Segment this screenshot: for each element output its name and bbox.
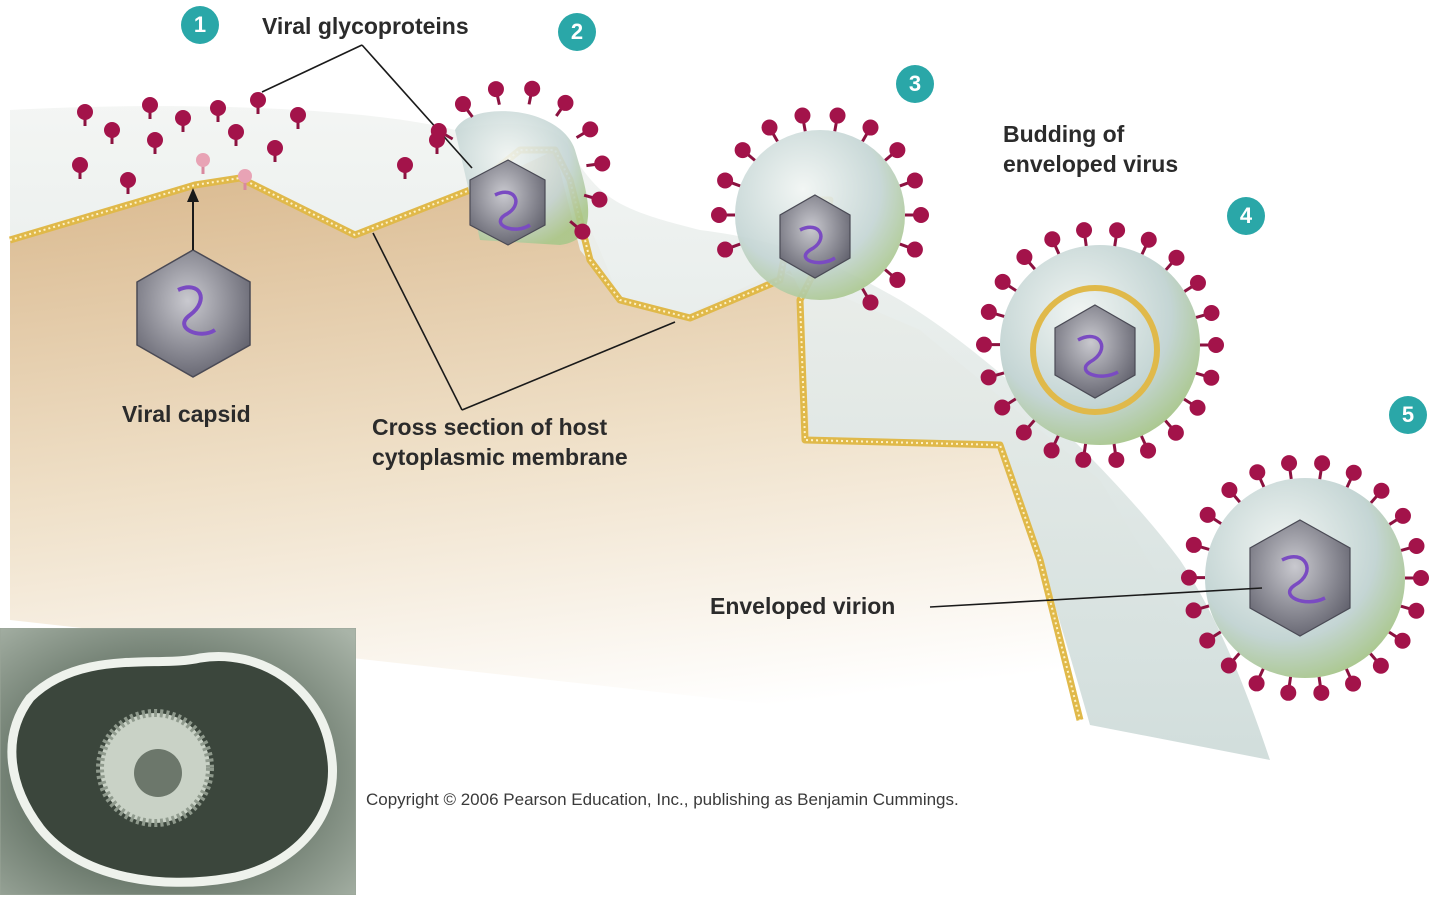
glycoprotein-spike-icon [1401,538,1424,554]
glycoprotein-spike-icon [1044,231,1060,254]
glycoprotein-spike-icon [1405,570,1429,586]
label-budding-line1: Budding of [1003,120,1124,149]
step-4-badge: 4 [1227,197,1265,235]
glycoprotein-spike-icon [1016,249,1034,269]
glycoprotein-spike-icon [1108,444,1124,468]
glycoprotein-spike-icon [586,156,610,172]
glycoprotein-spike-icon [524,81,540,105]
glycoprotein-spike-icon [981,304,1004,320]
glycoprotein-spike-icon [762,120,778,142]
glycoprotein-spike-icon [1186,537,1209,553]
glycoprotein-spike-icon [1141,232,1157,255]
glycoprotein-spike-icon [1221,482,1239,502]
leader-line-glycoproteins-a [262,45,362,92]
step-2-badge: 2 [558,13,596,51]
glycoprotein-spike-icon [794,108,810,132]
label-host-membrane-line2: cytoplasmic membrane [372,443,628,472]
step-1-badge: 1 [181,6,219,44]
glycoprotein-spike-icon [1249,669,1265,692]
glycoprotein-spike-icon [1280,677,1296,701]
glycoprotein-spike-icon [1196,370,1219,386]
glycoprotein-spike-icon [1109,222,1125,246]
glycoprotein-spike-icon [1166,250,1185,270]
glycoprotein-spike-icon [1314,455,1330,479]
glycoprotein-spike-icon [1313,677,1329,701]
glycoprotein-spike-icon [1346,465,1362,488]
glycoprotein-spike-icon [455,96,472,117]
glycoprotein-spike-icon [1389,508,1411,525]
label-viral-glycoproteins: Viral glycoproteins [262,12,469,41]
glycoprotein-spike-icon [995,274,1016,291]
glycoprotein-spike-icon [1345,669,1361,692]
step-5-badge: 5 [1389,396,1427,434]
label-enveloped-virion: Enveloped virion [710,592,895,621]
glycoprotein-spike-icon [1371,483,1390,503]
glycoprotein-spike-icon [556,95,573,116]
glycoprotein-spike-icon [1249,464,1265,487]
glycoprotein-spike-icon [735,142,755,160]
glycoprotein-spike-icon [905,207,929,223]
glycoprotein-spike-icon [1184,275,1206,292]
label-host-membrane-line1: Cross section of host [372,413,607,442]
glycoprotein-spike-icon [488,81,504,105]
glycoprotein-spike-icon [885,270,905,288]
glycoprotein-spike-icon [885,142,905,160]
glycoprotein-spike-icon [1370,654,1388,674]
glycoprotein-spike-icon [1165,421,1183,441]
glycoprotein-spike-icon [830,108,846,132]
glycoprotein-spike-icon [711,207,735,223]
glycoprotein-spike-icon [1200,507,1221,524]
glycoprotein-spike-icon [1140,436,1156,459]
glycoprotein-spike-icon [1184,399,1205,416]
glycoprotein-spike-icon [900,172,923,188]
glycoprotein-spike-icon [976,337,1000,353]
label-budding-line2: enveloped virus [1003,150,1178,179]
label-viral-capsid: Viral capsid [122,400,251,429]
glycoprotein-spike-icon [1181,570,1205,586]
glycoprotein-spike-icon [1196,305,1219,321]
glycoprotein-spike-icon [1389,632,1410,649]
glycoprotein-spike-icon [1076,222,1092,246]
copyright-notice: Copyright © 2006 Pearson Education, Inc.… [366,790,959,810]
glycoprotein-spike-icon [1281,455,1297,479]
glycoprotein-spike-icon [1401,603,1424,619]
micrograph-image [0,628,356,895]
glycoprotein-spike-icon [1200,337,1224,353]
glycoprotein-spike-icon [577,121,599,137]
step-3-badge: 3 [896,65,934,103]
glycoprotein-spike-icon [717,172,740,188]
glycoprotein-spike-icon [900,242,923,258]
glycoprotein-spike-icon [863,120,879,142]
